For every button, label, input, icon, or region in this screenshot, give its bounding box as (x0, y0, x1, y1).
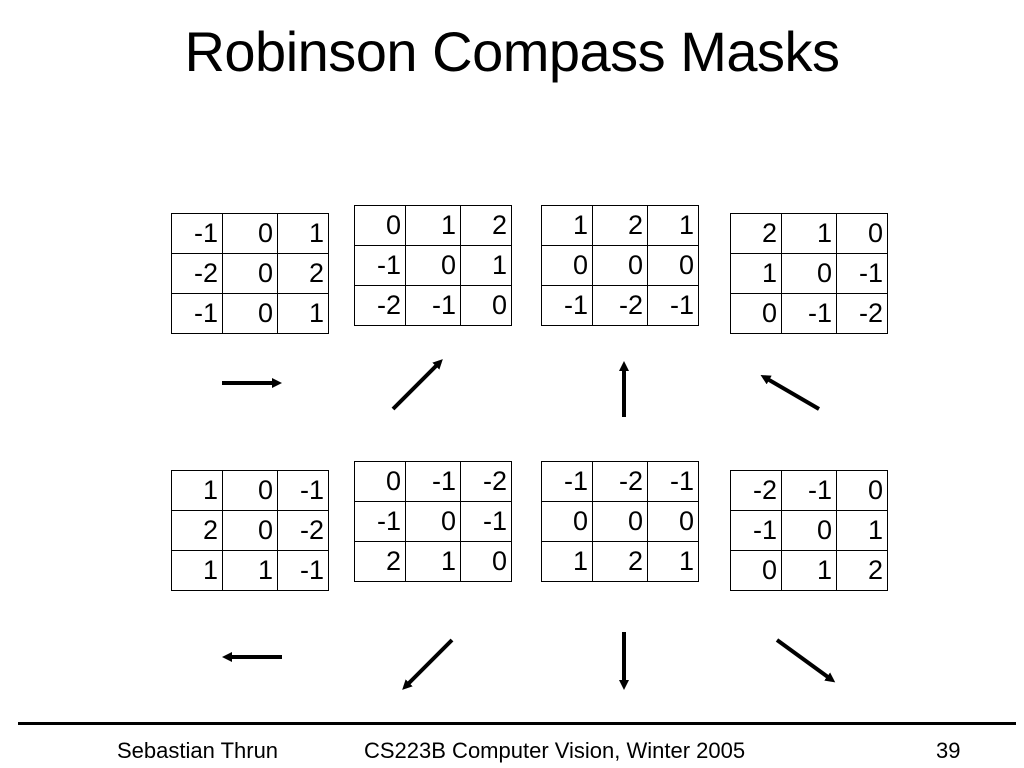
footer-divider (18, 722, 1016, 725)
mask-cell: 1 (405, 541, 461, 582)
slide-title: Robinson Compass Masks (184, 20, 840, 83)
mask-cell: 0 (405, 501, 461, 542)
mask-cell: 1 (277, 293, 329, 334)
mask-cell: 1 (460, 245, 512, 286)
mask-cell: -1 (781, 470, 837, 511)
mask-cell: -1 (647, 285, 699, 326)
mask-cell: 0 (730, 550, 782, 591)
mask-cell: 2 (460, 205, 512, 246)
footer-course: CS223B Computer Vision, Winter 2005 (364, 738, 746, 763)
mask-cell: -2 (277, 510, 329, 551)
arrow-north-west-icon (760, 374, 821, 411)
mask-cell: 0 (354, 205, 406, 246)
mask-cell: 2 (277, 253, 329, 294)
mask-cell: -2 (730, 470, 782, 511)
arrow-north-east-icon (391, 359, 443, 411)
mask-cell: 0 (405, 245, 461, 286)
arrow-south-east-icon (775, 638, 836, 683)
mask-cell: -2 (836, 293, 888, 334)
mask-cell: 0 (781, 253, 837, 294)
mask-cell: 0 (222, 470, 278, 511)
mask-cell: -1 (354, 501, 406, 542)
mask-cell: 0 (647, 501, 699, 542)
mask-cell: 1 (781, 213, 837, 254)
mask-cell: -1 (541, 285, 593, 326)
mask-cell: -1 (460, 501, 512, 542)
mask-cell: 0 (354, 461, 406, 502)
mask-cell: 1 (171, 470, 223, 511)
mask-cell: 1 (647, 541, 699, 582)
mask-cell: 0 (460, 285, 512, 326)
mask-cell: -1 (836, 253, 888, 294)
mask-cell: -2 (592, 285, 648, 326)
mask-cell: -2 (354, 285, 406, 326)
mask-cell: 2 (836, 550, 888, 591)
mask-cell: -1 (171, 293, 223, 334)
mask-cell: -2 (592, 461, 648, 502)
mask-cell: -1 (354, 245, 406, 286)
mask-cell: -1 (730, 510, 782, 551)
mask-cell: -1 (647, 461, 699, 502)
mask-cell: -1 (277, 550, 329, 591)
mask-cell: -1 (405, 285, 461, 326)
arrow-south-west-icon (402, 638, 454, 690)
mask-cell: 0 (541, 501, 593, 542)
mask-cell: 1 (836, 510, 888, 551)
mask-cell: 2 (354, 541, 406, 582)
page-number: 39 (936, 738, 961, 763)
mask-cell: 1 (171, 550, 223, 591)
mask-cell: 2 (592, 205, 648, 246)
mask-cell: -1 (171, 213, 223, 254)
mask-cell: 2 (171, 510, 223, 551)
mask-cell: -1 (781, 293, 837, 334)
mask-cell: -2 (460, 461, 512, 502)
mask-cell: 1 (781, 550, 837, 591)
mask-cell: 0 (460, 541, 512, 582)
mask-cell: 1 (222, 550, 278, 591)
footer-author: Sebastian Thrun (117, 738, 279, 763)
mask-cell: 0 (836, 470, 888, 511)
mask-cell: 0 (647, 245, 699, 286)
mask-cell: 1 (405, 205, 461, 246)
mask-cell: 1 (277, 213, 329, 254)
